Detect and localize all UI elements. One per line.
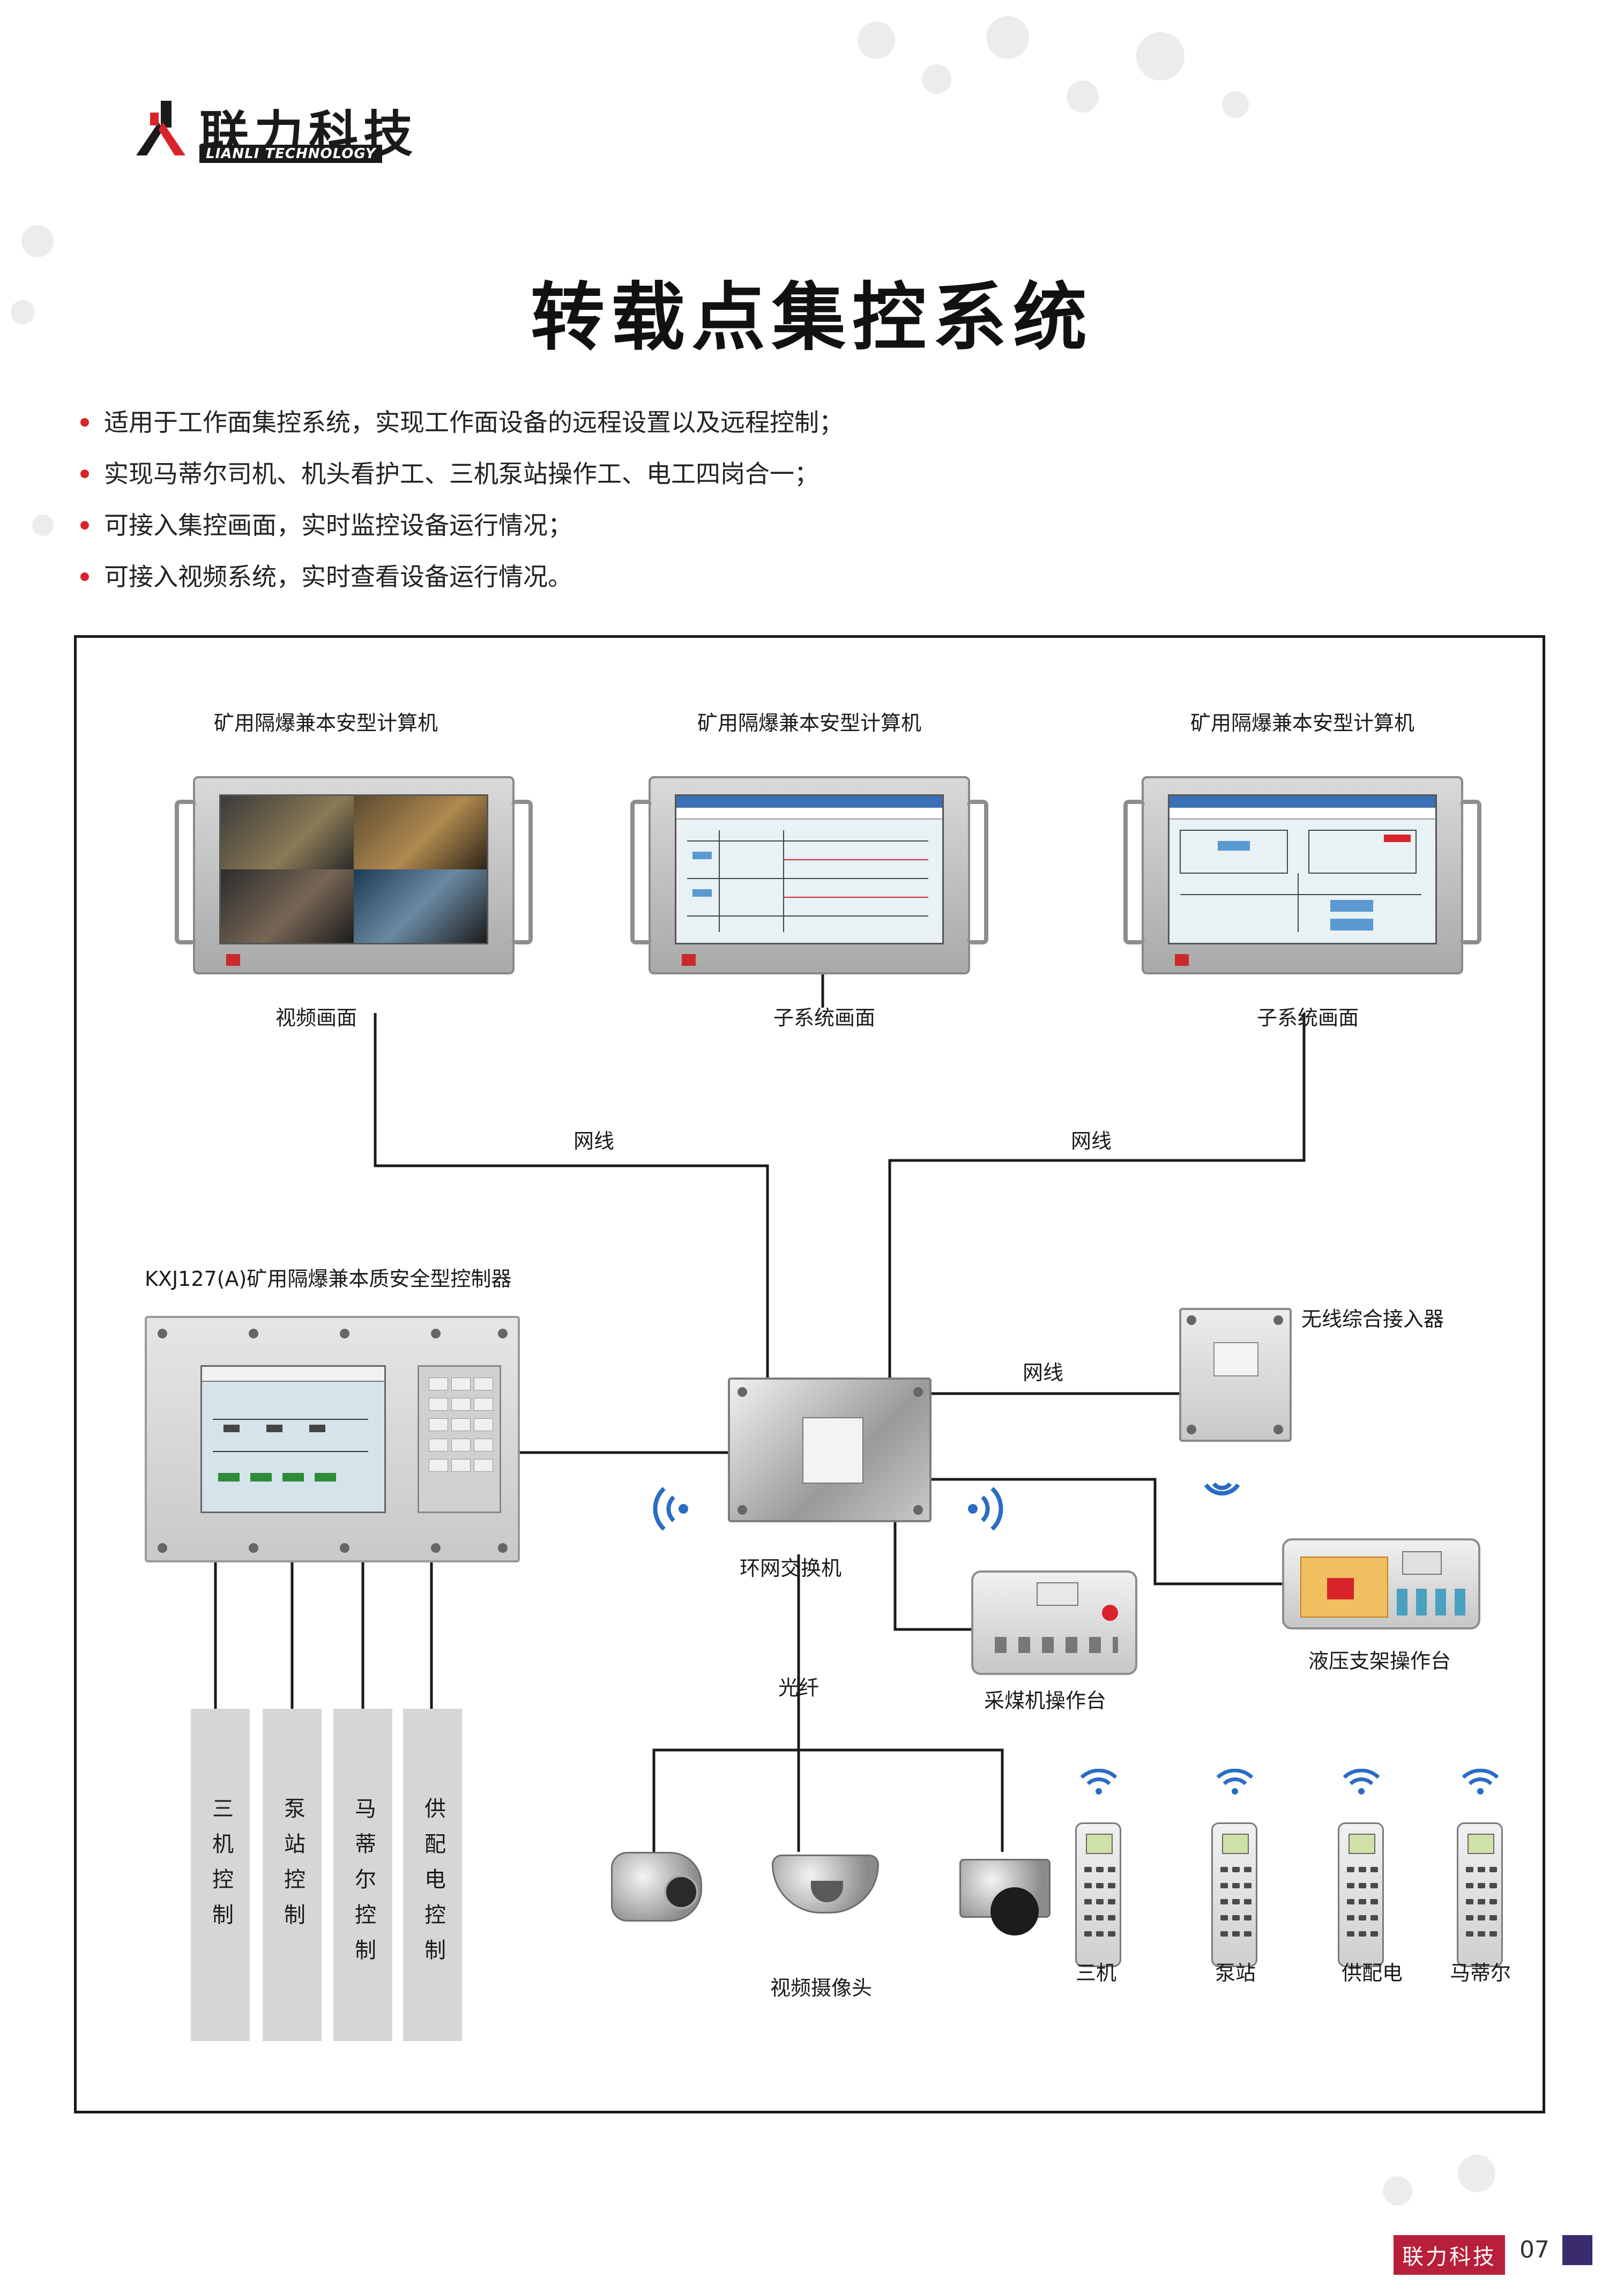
control-bar-label: 供配电控制: [421, 1797, 445, 1974]
footer-brand: 联力科技: [1394, 2235, 1505, 2275]
subsystem-screen: [1168, 794, 1437, 944]
handset-label: 马蒂尔: [1449, 1961, 1511, 1985]
control-bar-power-supply: 供配电控制: [403, 1709, 462, 2041]
camera-ptz: [959, 1859, 1051, 1935]
wifi-icon: [1216, 1769, 1254, 1795]
hydraulic-support-console: [1282, 1538, 1480, 1629]
explosion-proof-computer-subsystem-2: [1123, 776, 1481, 974]
controller-keypad: [418, 1365, 501, 1513]
control-bar-label: 三机控制: [208, 1797, 233, 1939]
feature-item: 实现马蒂尔司机、机头看护工、三机泵站操作工、电工四岗合一；: [80, 448, 844, 500]
explosion-proof-controller: [145, 1316, 520, 1562]
controller-label: KXJ127(A)矿用隔爆兼本质安全型控制器: [145, 1267, 512, 1291]
ring-network-switch: [728, 1378, 932, 1522]
computer-caption-2: 子系统画面: [773, 1006, 876, 1030]
switch-label: 环网交换机: [739, 1557, 842, 1580]
computer-caption-1: 视频画面: [275, 1006, 357, 1030]
video-screen: [219, 794, 488, 944]
computer-caption-3: 子系统画面: [1256, 1006, 1359, 1030]
page-title: 转载点集控系统: [530, 274, 1093, 361]
wire-label-1: 网线: [573, 1129, 615, 1153]
control-bar-label: 泵站控制: [280, 1797, 305, 1939]
feature-item: 适用于工作面集控系统，实现工作面设备的远程设置以及远程控制；: [80, 397, 844, 448]
handset-label: 供配电: [1341, 1961, 1403, 1985]
handset-label: 三机: [1075, 1961, 1117, 1985]
wifi-icon: [1343, 1769, 1380, 1795]
wireless-access-device: [1179, 1308, 1292, 1442]
explosion-proof-computer-video: [175, 776, 533, 974]
remote-handset: [1457, 1822, 1503, 1967]
wireless-signal-icon: [1204, 1482, 1240, 1496]
control-bar-three-machine: 三机控制: [191, 1709, 250, 2041]
control-bar-label: 马蒂尔控制: [351, 1797, 376, 1974]
remote-handset: [1211, 1822, 1257, 1967]
system-diagram-frame: [74, 635, 1545, 2113]
subsystem-screen: [675, 794, 944, 944]
remote-handset: [1075, 1822, 1121, 1967]
wifi-icon: [1080, 1769, 1118, 1795]
feature-item: 可接入集控画面，实时监控设备运行情况；: [80, 500, 844, 551]
camera-label: 视频摄像头: [770, 1976, 873, 2000]
wifi-icon: [1462, 1769, 1499, 1795]
fiber-label: 光纤: [778, 1676, 820, 1700]
wireless-signal-icon: [653, 1487, 688, 1531]
switch-nameplate: [802, 1417, 863, 1484]
camera-bullet: [611, 1852, 702, 1922]
controller-screen: [200, 1365, 386, 1513]
computer-label-3: 矿用隔爆兼本安型计算机: [1190, 711, 1415, 735]
feature-list: 适用于工作面集控系统，实现工作面设备的远程设置以及远程控制； 实现马蒂尔司机、机…: [80, 397, 844, 602]
remote-handset: [1338, 1822, 1384, 1967]
control-bar-mardir: 马蒂尔控制: [333, 1709, 392, 2041]
feature-item: 可接入视频系统，实时查看设备运行情况。: [80, 551, 844, 602]
wireless-signal-icon: [968, 1487, 1003, 1531]
explosion-proof-computer-subsystem-1: [630, 776, 988, 974]
shearer-console-label: 采煤机操作台: [984, 1689, 1107, 1713]
brand-logo-icon: [136, 101, 185, 155]
footer-square: [1562, 2235, 1592, 2265]
computer-label-2: 矿用隔爆兼本安型计算机: [697, 711, 922, 735]
support-console-label: 液压支架操作台: [1308, 1649, 1451, 1673]
wireless-access-label: 无线综合接入器: [1301, 1307, 1444, 1331]
wire-label-2: 网线: [1070, 1129, 1112, 1153]
wire-label-3: 网线: [1022, 1361, 1064, 1384]
brand-name-en: LIANLI TECHNOLOGY: [199, 145, 383, 163]
computer-label-1: 矿用隔爆兼本安型计算机: [213, 711, 438, 735]
page-number: 07: [1519, 2236, 1549, 2264]
handset-label: 泵站: [1215, 1961, 1256, 1985]
shearer-control-console: [971, 1570, 1137, 1675]
control-bar-pump-station: 泵站控制: [263, 1709, 322, 2041]
